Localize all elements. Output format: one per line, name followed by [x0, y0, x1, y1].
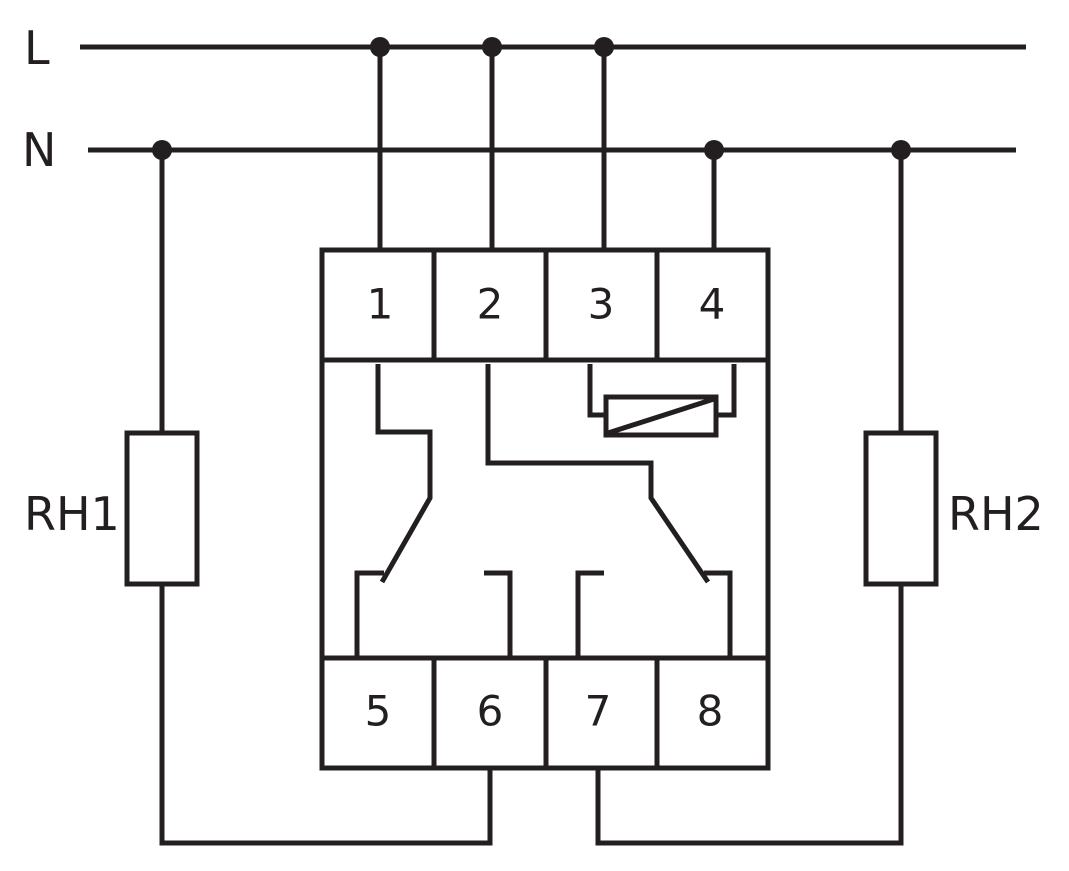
junction-dots — [152, 37, 911, 160]
line-rail-label: L — [24, 21, 50, 75]
load-left: RH1 — [24, 150, 493, 846]
contact-2-common — [485, 364, 711, 584]
contact-8-stationary — [704, 570, 733, 658]
coil-body — [603, 394, 719, 438]
contact-1-common — [375, 364, 433, 584]
resistor-rh1 — [124, 430, 200, 587]
relay-coil — [587, 364, 737, 438]
terminal-2-label: 2 — [477, 280, 504, 329]
coil-lead-3 — [587, 364, 606, 418]
terminal-4-label: 4 — [699, 280, 726, 329]
terminal-1-label: 1 — [367, 280, 394, 329]
resistor-rh1-label: RH1 — [24, 487, 120, 541]
wire-rh2-terminal-7 — [595, 584, 904, 846]
terminal-5-label: 5 — [365, 687, 392, 736]
neutral-rail-label: N — [22, 123, 56, 177]
terminal-6-label: 6 — [477, 687, 504, 736]
contact-7-stationary — [575, 570, 604, 658]
contact-6-stationary — [484, 570, 513, 658]
resistor-rh2-label: RH2 — [948, 487, 1044, 541]
coil-lead-4 — [716, 364, 737, 418]
wire-rh1-terminal-6 — [159, 584, 493, 846]
terminal-3-label: 3 — [588, 280, 615, 329]
supply-wires — [377, 47, 717, 250]
terminal-7-label: 7 — [585, 687, 612, 736]
resistor-rh2 — [863, 430, 939, 587]
terminal-row-top: 1 2 3 4 — [322, 250, 768, 363]
relay-contacts — [354, 364, 733, 658]
terminal-row-bottom: 5 6 7 8 — [322, 655, 768, 768]
terminal-8-label: 8 — [697, 687, 724, 736]
coil-diagonal — [607, 396, 715, 436]
contact-5-stationary — [354, 570, 384, 658]
load-right: RH2 — [595, 150, 1044, 846]
power-rails: L N — [22, 21, 1026, 177]
